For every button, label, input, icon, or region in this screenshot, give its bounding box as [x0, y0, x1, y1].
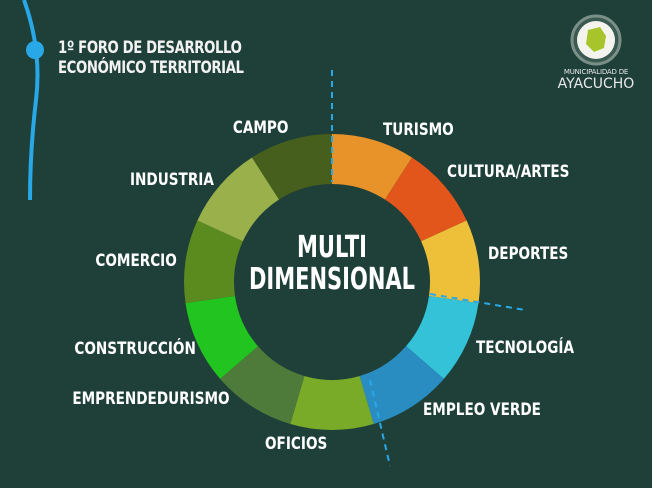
label-oficios: OFICIOS — [265, 434, 328, 454]
logo-line-1: MUNICIPALIDAD DE — [563, 68, 629, 76]
center-line-1: MULTI — [297, 230, 367, 265]
timeline-dot — [26, 41, 44, 59]
municipality-logo — [570, 14, 622, 66]
ring-segment-campo — [251, 134, 332, 200]
logo-line-2: AYACUCHO — [557, 76, 635, 92]
forum-title: 1º FORO DE DESARROLLO ECONÓMICO TERRITOR… — [58, 38, 244, 78]
label-campo: CAMPO — [232, 118, 288, 138]
label-empleo-verde: EMPLEO VERDE — [423, 400, 541, 420]
label-comercio: COMERCIO — [95, 251, 177, 271]
ring-segment-turismo — [332, 134, 413, 200]
ring-segment-oficios — [290, 376, 374, 431]
divider-bottom — [369, 379, 391, 467]
divider-right — [429, 293, 526, 311]
ring-segment-empleo-verde — [359, 346, 444, 425]
label-construccion: CONSTRUCCIÓN — [74, 339, 196, 359]
ring-segment-industria — [197, 157, 280, 242]
ring-segment-tecnología — [406, 295, 479, 379]
center-text: MULTI DIMENSIONAL — [157, 232, 507, 296]
ring-segment-comercio — [183, 220, 243, 304]
title-line-1: 1º FORO DE DESARROLLO — [58, 38, 242, 58]
label-deportes: DEPORTES — [488, 244, 569, 264]
label-tecnologia: TECNOLOGÍA — [476, 338, 574, 358]
logo-text: MUNICIPALIDAD DE AYACUCHO — [548, 68, 644, 92]
label-emprendedurismo: EMPRENDEDURISMO — [72, 389, 230, 409]
title-line-2: ECONÓMICO TERRITORIAL — [58, 58, 244, 78]
center-line-2: DIMENSIONAL — [248, 262, 416, 297]
ring-segment-cultura-artes — [384, 157, 467, 242]
ring-segment-construcción — [185, 295, 258, 379]
ring-segment-deportes — [421, 220, 480, 304]
ring-segment-emprendedurismo — [220, 346, 305, 425]
label-cultura: CULTURA/ARTES — [447, 162, 570, 182]
label-turismo: TURISMO — [383, 120, 454, 140]
ring — [183, 134, 480, 431]
timeline-line — [22, 0, 40, 201]
label-industria: INDUSTRIA — [130, 170, 214, 190]
